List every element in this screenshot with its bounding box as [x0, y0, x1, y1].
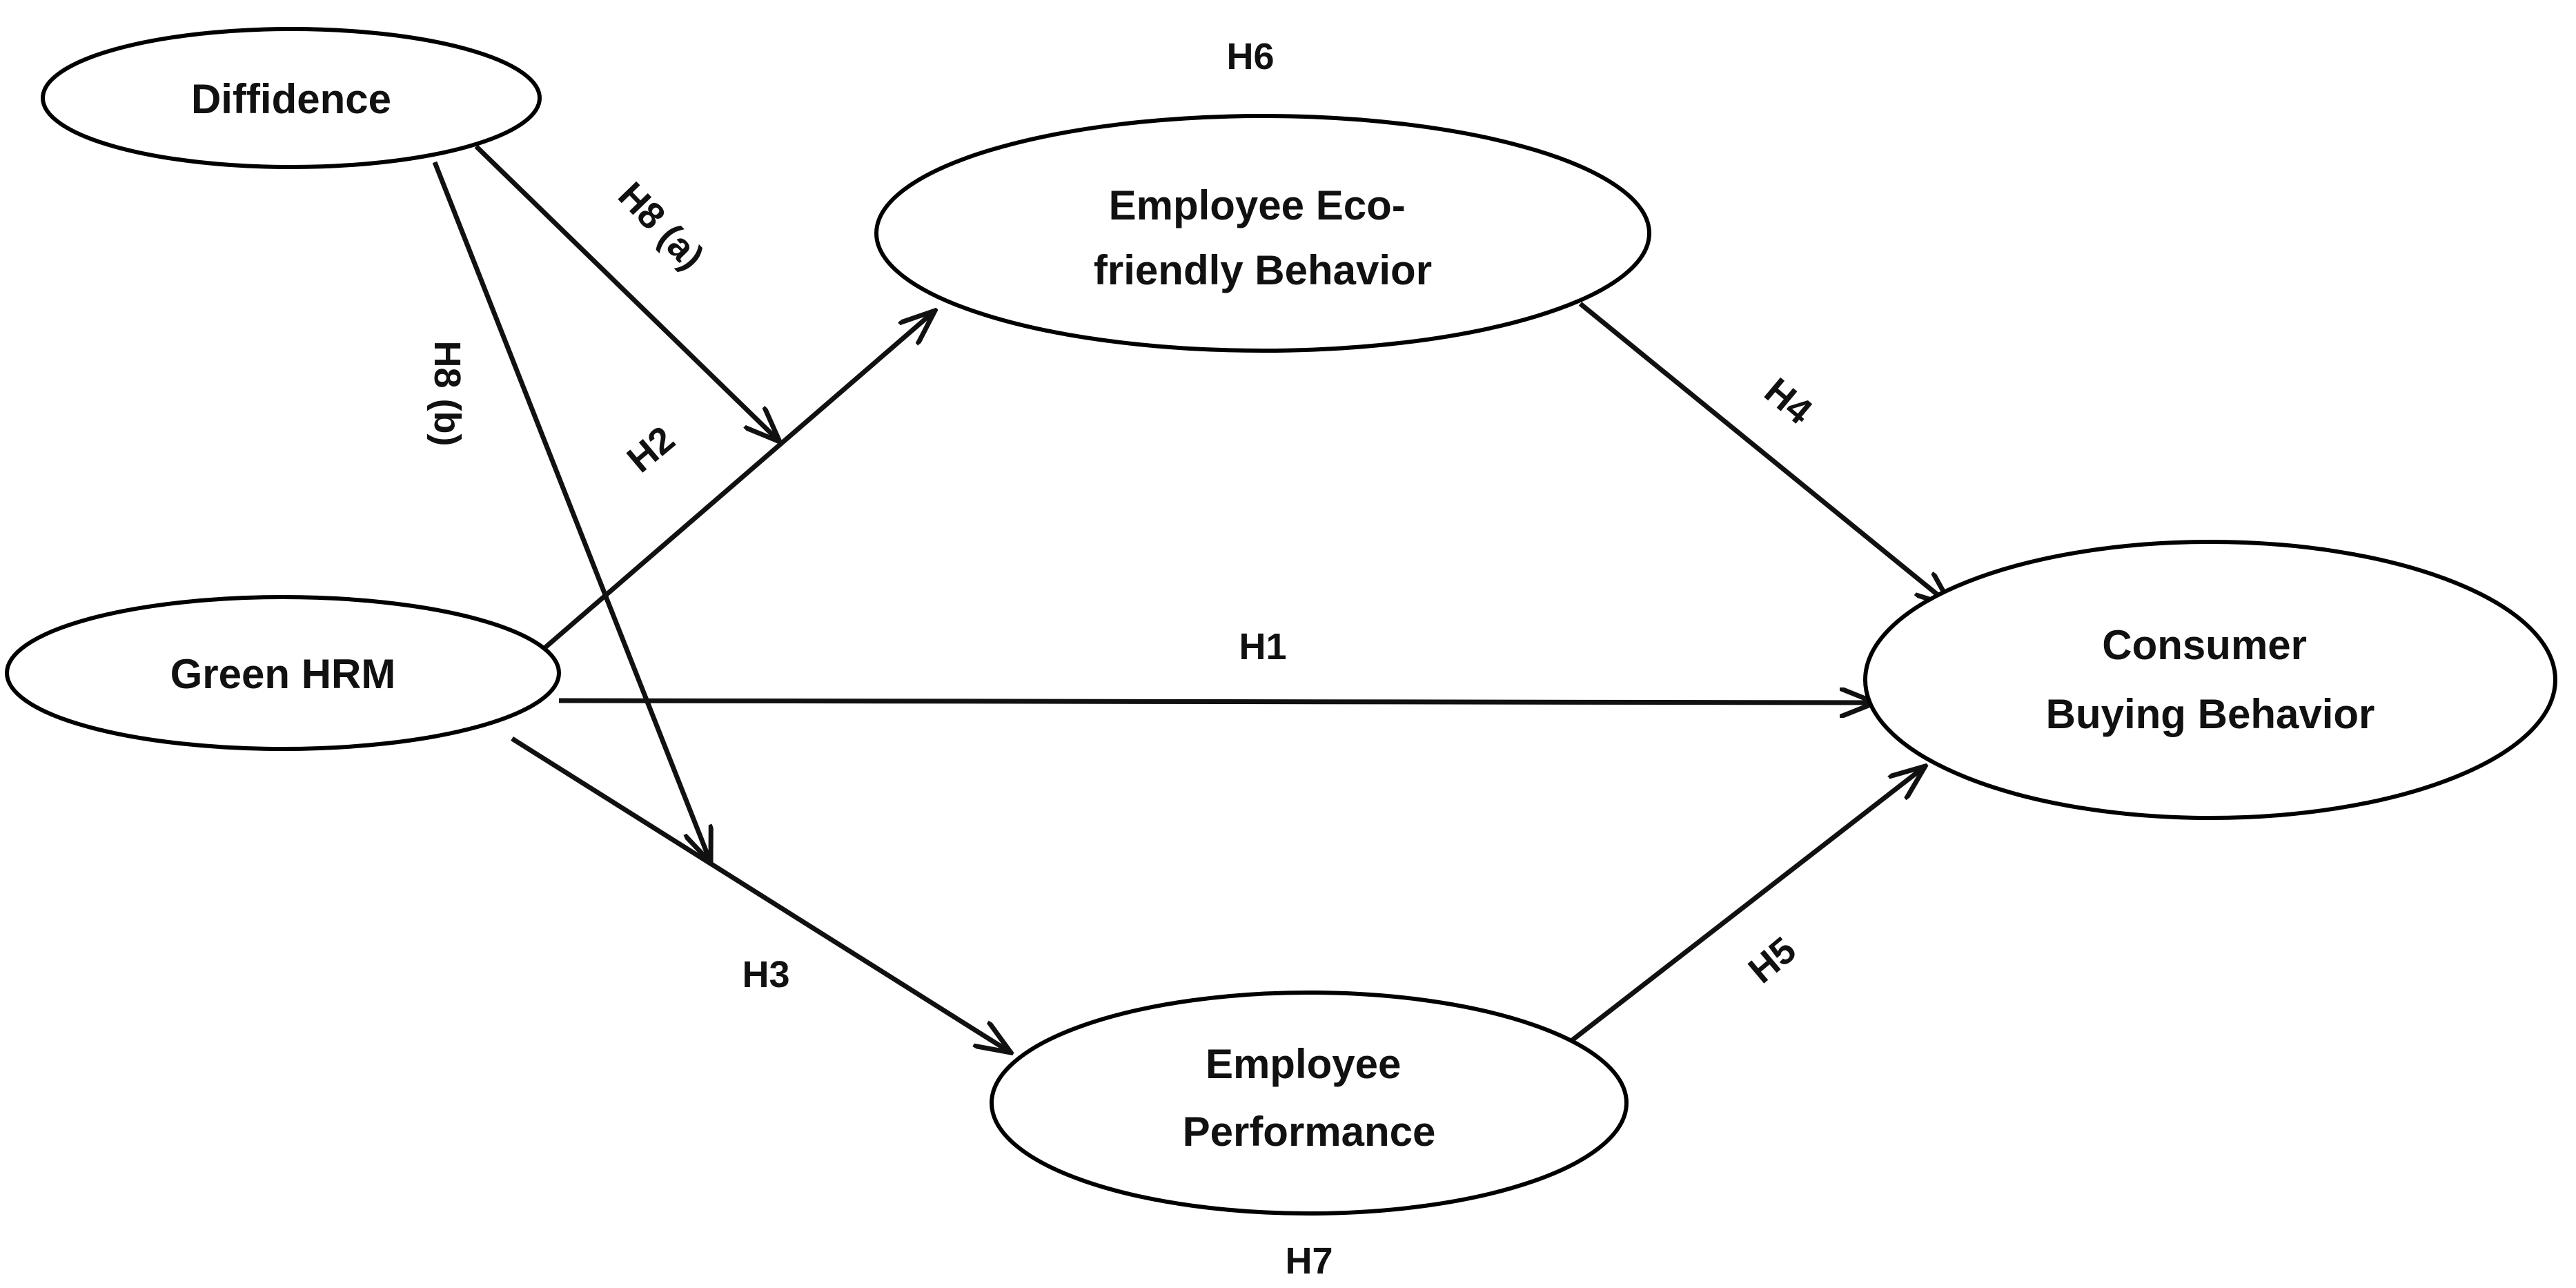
- node-consumer-line-1: Consumer: [2102, 622, 2307, 668]
- edge-h3-line: [511, 736, 1011, 1053]
- node-green-hrm-shape: [5, 595, 561, 751]
- edge-h2-label: H2: [620, 418, 682, 480]
- edge-h4-label: H4: [1757, 370, 1820, 432]
- node-employee-performance-shape: [990, 991, 1629, 1216]
- node-diffidence-label: Diffidence: [191, 76, 391, 122]
- node-employee-performance-line-2: Performance: [1183, 1109, 1436, 1155]
- node-employee-performance: Employee Performance: [990, 991, 1629, 1216]
- node-consumer-line-2: Buying Behavior: [2046, 691, 2375, 737]
- edge-h2-line: [538, 311, 935, 654]
- node-employee-performance-line-1: Employee: [1206, 1041, 1401, 1087]
- node-diffidence: Diffidence: [41, 27, 542, 169]
- node-consumer-buying-behavior-label: Consumer Buying Behavior: [2046, 622, 2375, 737]
- edge-h8b-line: [432, 161, 711, 863]
- edge-h8a-line: [474, 144, 780, 442]
- edge-h3-label: H3: [742, 954, 789, 995]
- edge-h8a-label: H8 (a): [610, 175, 711, 278]
- edge-h4-line: [1578, 302, 1951, 606]
- edge-h5-label: H5: [1741, 929, 1804, 991]
- node-eco-behavior-line-1: Employee Eco-: [1109, 182, 1406, 228]
- node-employee-eco-friendly-behavior: Employee Eco- friendly Behavior: [874, 114, 1651, 353]
- node-consumer-buying-behavior-shape: [1863, 540, 2557, 820]
- node-green-hrm-line-1: Green HRM: [170, 651, 396, 697]
- h6-label: H6: [1226, 36, 1274, 77]
- node-employee-performance-label: Employee Performance: [1183, 1041, 1436, 1155]
- edge-h5-line: [1554, 766, 1925, 1055]
- node-diffidence-shape: [41, 27, 542, 169]
- node-eco-behavior-line-2: friendly Behavior: [1094, 247, 1432, 293]
- h7-label: H7: [1285, 1240, 1333, 1282]
- node-eco-behavior-label: Employee Eco- friendly Behavior: [1094, 182, 1432, 293]
- node-eco-behavior-shape: [874, 114, 1651, 353]
- node-consumer-buying-behavior: Consumer Buying Behavior: [1863, 540, 2557, 820]
- edge-h1-line: [558, 701, 1876, 703]
- edge-h1-label: H1: [1239, 626, 1286, 667]
- node-diffidence-line-1: Diffidence: [191, 76, 391, 122]
- node-green-hrm-label: Green HRM: [170, 651, 396, 697]
- edge-h8b-label: H8 (b): [426, 341, 468, 447]
- node-green-hrm: Green HRM: [5, 595, 561, 751]
